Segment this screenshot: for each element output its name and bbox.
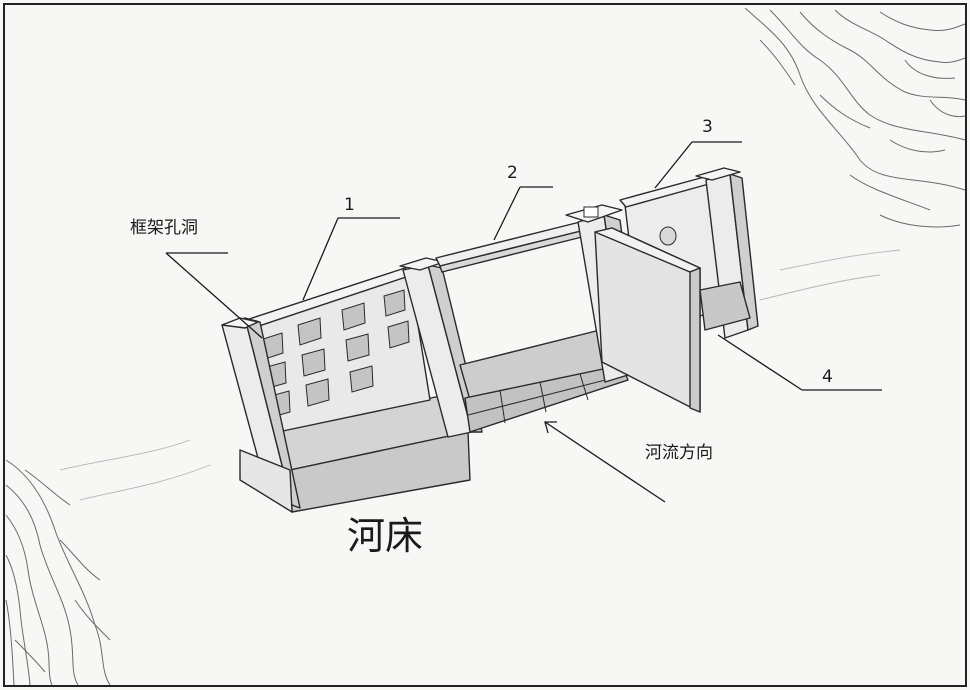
label-part-1: 1 — [344, 195, 355, 215]
callout-1: 1 — [302, 195, 400, 301]
left-pier-base — [239, 449, 293, 513]
label-flow-direction: 河流方向 — [645, 443, 713, 463]
callout-4: 4 — [717, 334, 882, 391]
gate-panel-edge — [689, 267, 701, 413]
terrain-top-right — [744, 7, 966, 228]
callout-3: 3 — [654, 117, 742, 189]
frame-holes-grid — [259, 289, 410, 419]
callout-frame-holes: 框架孔洞 — [130, 218, 263, 339]
left-pier-cap — [221, 317, 259, 329]
middle-bay-apron — [464, 364, 629, 433]
right-bay-floor — [699, 281, 751, 331]
label-riverbed: 河床 — [347, 514, 423, 558]
label-frame-holes: 框架孔洞 — [130, 218, 198, 238]
right-pier-cap — [695, 167, 741, 181]
diagram-border — [3, 3, 967, 687]
plate-3-hole — [659, 226, 677, 246]
check-dam-structure — [221, 167, 759, 513]
label-part-4: 4 — [822, 367, 833, 387]
label-part-2: 2 — [507, 163, 518, 183]
flow-direction-arrow: 河流方向 — [544, 421, 713, 503]
right-pier-side — [729, 173, 759, 331]
terrain-bottom-left — [5, 459, 111, 686]
riverbed-streaks — [59, 249, 901, 501]
callout-2: 2 — [493, 163, 553, 241]
pier-3-cap-notch — [583, 206, 599, 218]
middle-bay-grid — [467, 373, 626, 424]
label-part-3: 3 — [702, 117, 713, 137]
beam-2 — [435, 221, 586, 267]
